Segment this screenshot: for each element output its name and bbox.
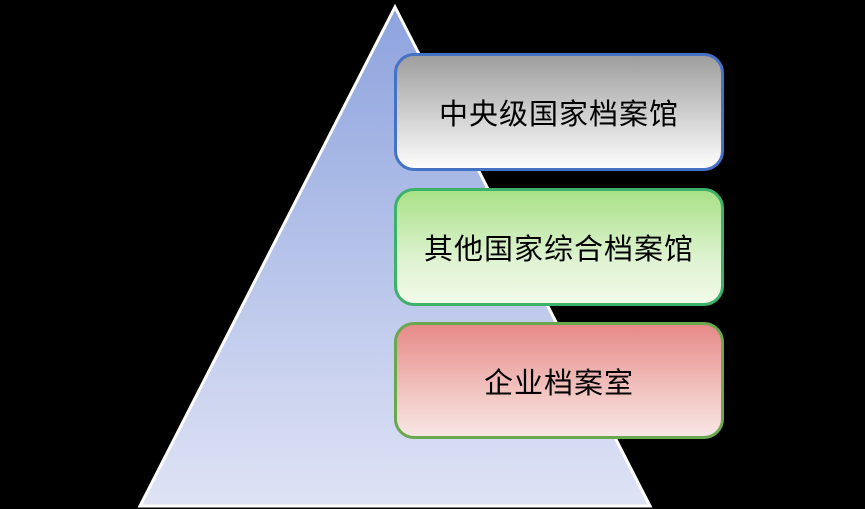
pyramid-level-label: 中央级国家档案馆 xyxy=(438,97,679,131)
pyramid-level-label: 企业档案室 xyxy=(483,365,634,400)
pyramid-level-label: 其他国家综合档案馆 xyxy=(423,232,694,266)
pyramid-level-enterprise-archives-room: 企业档案室 xyxy=(394,322,724,439)
pyramid-level-central-national-archives: 中央级国家档案馆 xyxy=(394,53,724,171)
pyramid-level-other-national-comprehensive-archives: 其他国家综合档案馆 xyxy=(394,188,724,306)
